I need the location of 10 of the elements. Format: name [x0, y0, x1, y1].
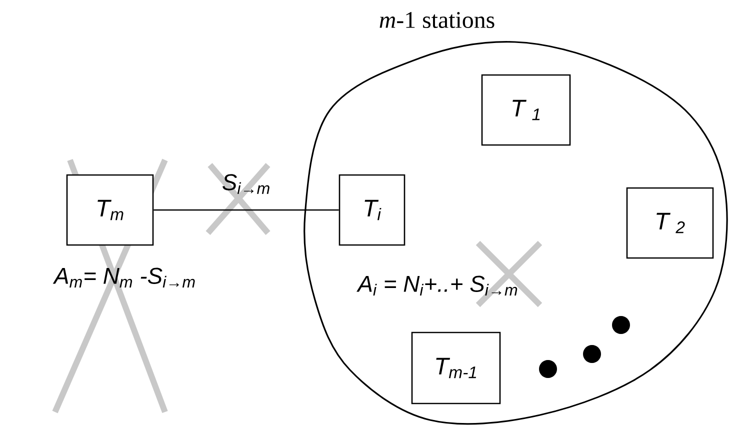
- formula-label: A$_{m}$= N$_{m}$ -S$_{i→m}$: [52, 268, 195, 288]
- title: m-1 stations: [380, 12, 494, 28]
- station-box: T$_{m-1}$: [411, 332, 501, 404]
- station-box: T$_{m}$: [66, 174, 154, 246]
- formula-label: A$_{i}$ = N$_{i}$+..+ S$_{i→m}$: [356, 276, 518, 296]
- station-box: T$_{i}$: [338, 174, 406, 246]
- connector-line: [154, 209, 339, 211]
- edge-label: S$_{i→m}$: [222, 174, 270, 194]
- station-box: T $_{1}$: [481, 74, 571, 146]
- station-box: T $_{2}$: [626, 187, 714, 259]
